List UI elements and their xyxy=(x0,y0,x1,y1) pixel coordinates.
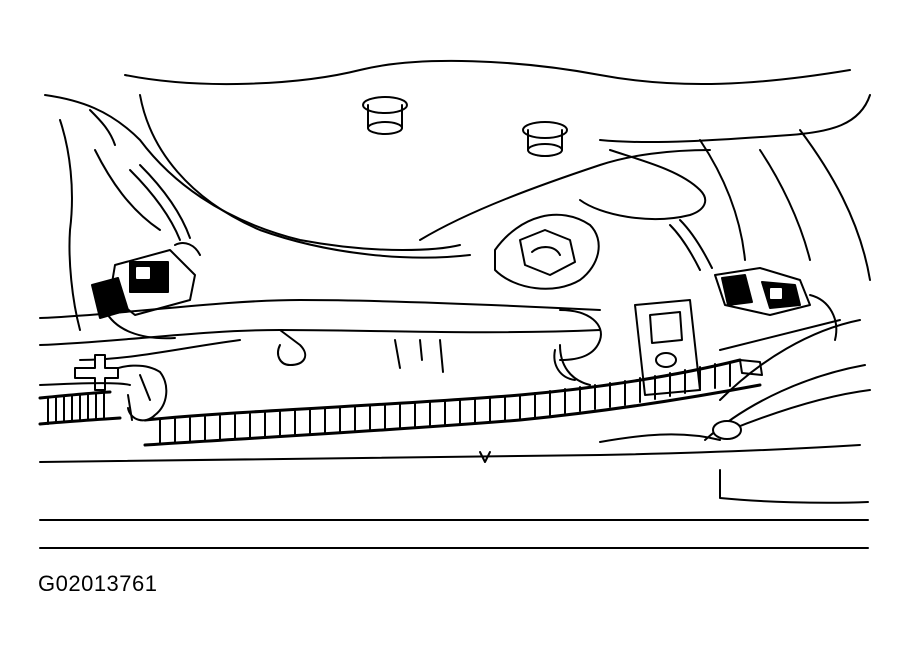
engine-block xyxy=(44,59,871,331)
lower-frame xyxy=(39,349,869,549)
drain-bolt xyxy=(494,213,600,290)
figure-id-label: G02013761 xyxy=(38,571,158,596)
right-sensor-connector xyxy=(669,219,838,341)
wiring-harness xyxy=(38,358,762,447)
left-sensor-connector xyxy=(91,164,201,340)
crossmember xyxy=(39,299,602,373)
top-bolt-left xyxy=(362,96,408,135)
top-bolt-right xyxy=(522,121,568,157)
harness-clip xyxy=(74,354,168,422)
frame-arm-right xyxy=(599,319,871,443)
